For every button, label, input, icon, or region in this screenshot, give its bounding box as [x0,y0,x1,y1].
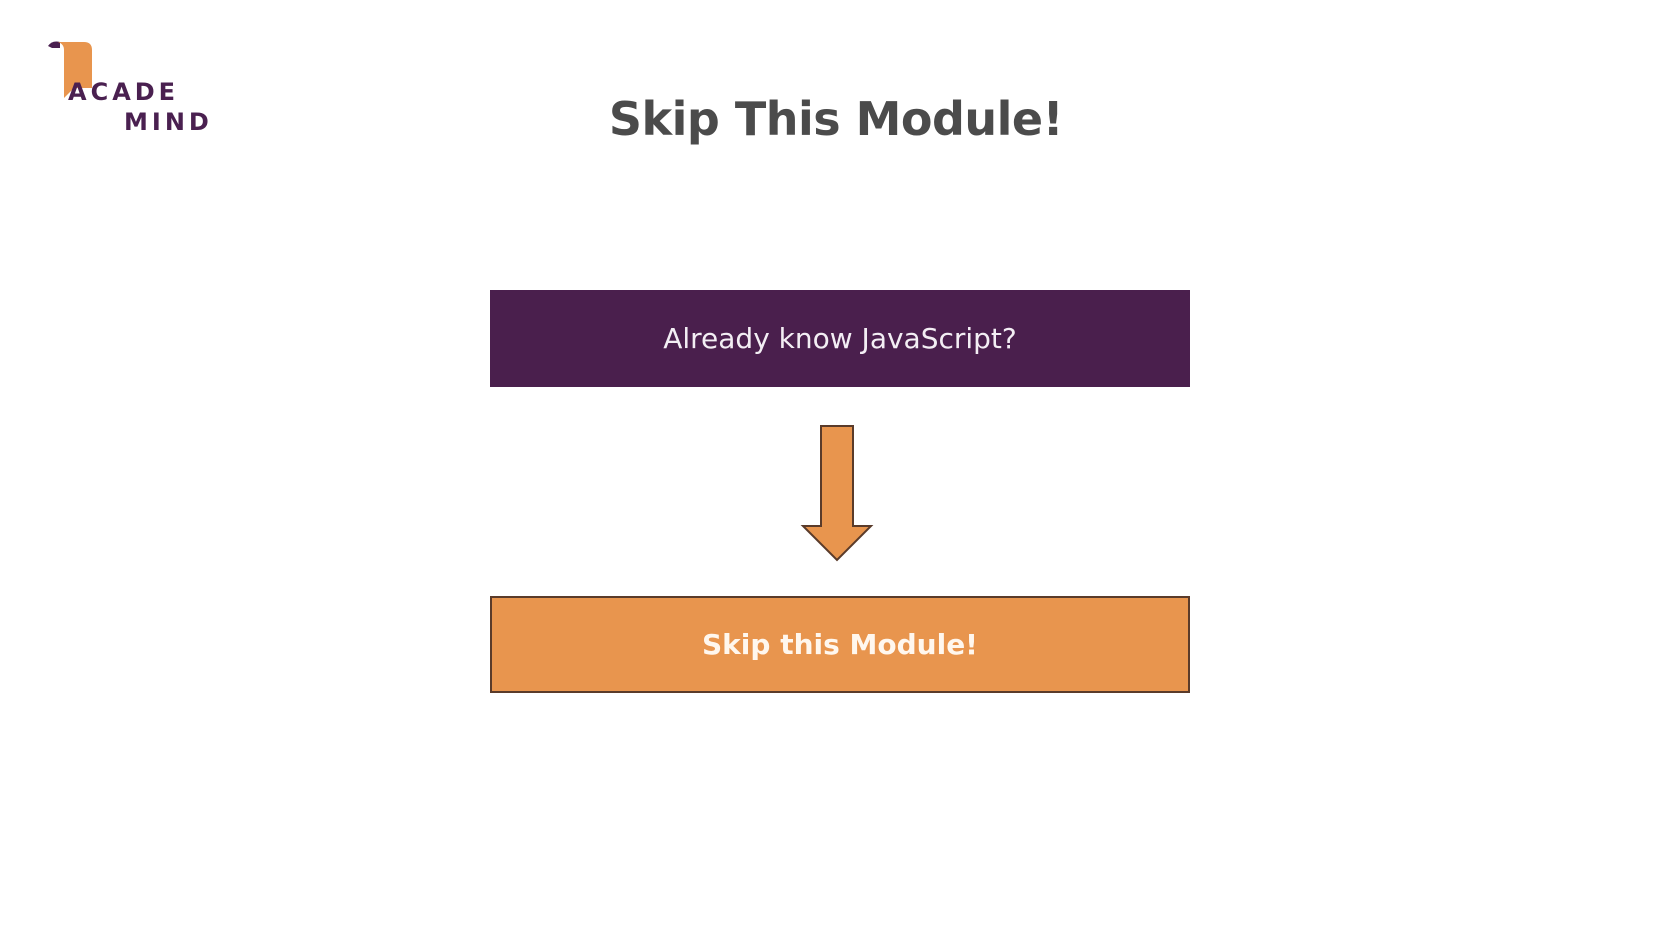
academind-logo: ACADE MIND [46,40,216,140]
skip-module-label: Skip this Module! [702,628,978,661]
skip-module-box: Skip this Module! [490,596,1190,693]
question-box-label: Already know JavaScript? [663,322,1017,355]
slide-title: Skip This Module! [608,92,1064,146]
logo-text-line2: MIND [124,108,213,136]
logo-text-line1: ACADE [68,78,180,106]
logo-mark-icon [48,41,92,98]
down-arrow-icon [800,425,874,562]
question-box: Already know JavaScript? [490,290,1190,387]
